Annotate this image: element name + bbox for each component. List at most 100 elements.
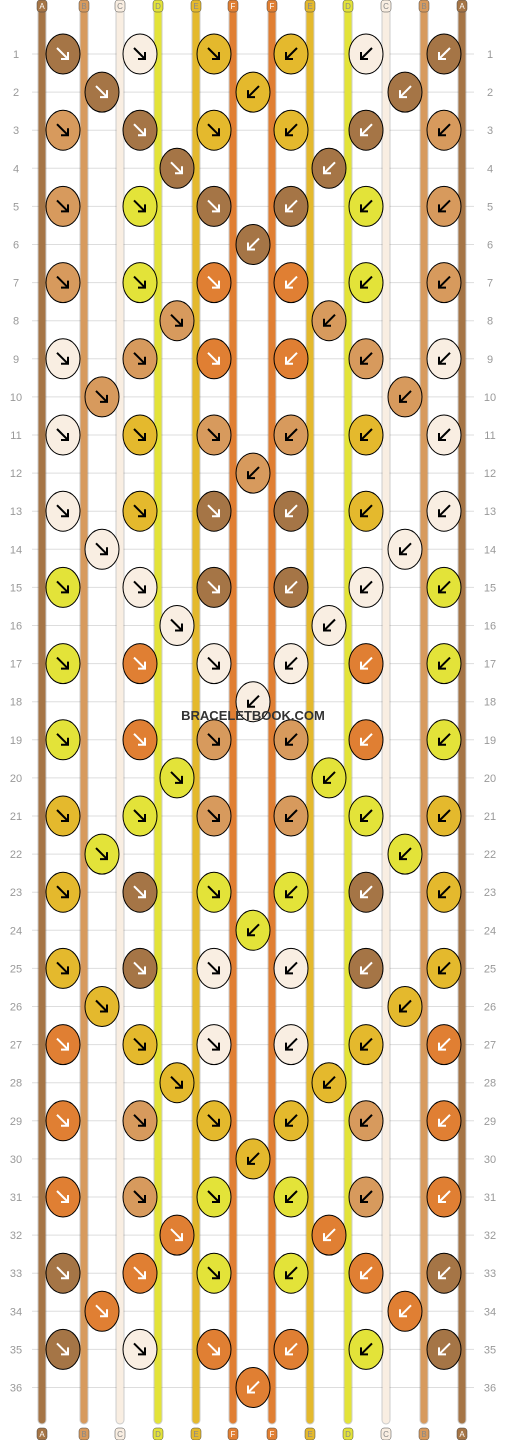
knot-arrow-icon — [360, 275, 373, 289]
knot-arrow-icon — [360, 123, 373, 137]
knot-arrow-icon — [133, 199, 146, 213]
knot-arrow-icon — [170, 313, 183, 327]
knot-arrow-icon — [56, 1190, 69, 1203]
knot-arrow-icon — [56, 580, 69, 594]
row-number-left: 29 — [10, 1116, 22, 1128]
row-number-right: 16 — [484, 621, 496, 633]
knot-arrow-icon — [56, 428, 69, 441]
knot-arrow-icon — [438, 47, 451, 60]
thread-tab-top — [152, 0, 164, 13]
row-number-left: 33 — [10, 1268, 22, 1280]
row-number-left: 7 — [13, 278, 19, 290]
knot-arrow-icon — [56, 733, 69, 746]
row-number-right: 8 — [487, 316, 493, 328]
knot-arrow-icon — [207, 809, 220, 822]
knot-arrow-icon — [207, 1037, 220, 1051]
knot-arrow-icon — [95, 1304, 108, 1318]
row-number-left: 14 — [10, 544, 22, 556]
knot-arrow-icon — [360, 733, 373, 746]
row-number-left: 32 — [10, 1230, 22, 1242]
knot-arrow-icon — [170, 1228, 183, 1242]
knot-arrow-icon — [133, 580, 146, 594]
knot-arrow-icon — [360, 961, 373, 975]
row-number-right: 17 — [484, 659, 496, 671]
knot-arrow-icon — [207, 961, 220, 975]
thread-letter-bottom: E — [193, 1430, 198, 1439]
thread-letter-bottom: C — [383, 1430, 389, 1439]
knot-arrow-icon — [56, 1114, 69, 1127]
thread-letter-top: B — [81, 2, 86, 11]
knot-arrow-icon — [170, 618, 183, 632]
thread-letter-bottom: A — [39, 1430, 45, 1439]
knot-arrow-icon — [399, 542, 412, 556]
knot-arrow-icon — [133, 1266, 146, 1280]
knot-arrow-icon — [207, 504, 220, 518]
row-number-left: 16 — [10, 621, 22, 633]
knot-arrow-icon — [133, 1114, 146, 1127]
row-number-left: 9 — [13, 354, 19, 366]
thread-tab-top — [190, 0, 202, 13]
row-number-right: 33 — [484, 1268, 496, 1280]
thread-letter-top: C — [383, 2, 389, 11]
knot-arrow-icon — [399, 85, 412, 99]
knot-arrow-icon — [438, 733, 451, 746]
knot-arrow-icon — [207, 47, 220, 60]
knot-arrow-icon — [399, 999, 412, 1013]
knot-arrow-icon — [56, 885, 69, 899]
knot-arrow-icon — [360, 809, 373, 822]
knot-arrow-icon — [285, 504, 298, 518]
row-number-left: 15 — [10, 582, 22, 594]
knot-arrow-icon — [285, 352, 298, 365]
knot-arrow-icon — [95, 999, 108, 1013]
knot-arrow-icon — [207, 733, 220, 746]
row-number-right: 14 — [484, 544, 496, 556]
knot-arrow-icon — [170, 771, 183, 784]
knot-arrow-icon — [285, 1190, 298, 1203]
row-number-left: 36 — [10, 1383, 22, 1395]
thread-letter-top: F — [231, 2, 236, 11]
knot-arrow-icon — [133, 961, 146, 975]
knot-arrow-icon — [438, 275, 451, 289]
row-number-right: 26 — [484, 1002, 496, 1014]
knot-arrow-icon — [133, 352, 146, 365]
row-number-left: 27 — [10, 1040, 22, 1052]
knot-arrow-icon — [438, 123, 451, 137]
row-number-right: 7 — [487, 278, 493, 290]
knot-arrow-icon — [438, 428, 451, 441]
thread-tab-top — [418, 0, 430, 13]
row-number-left: 6 — [13, 240, 19, 252]
row-number-left: 25 — [10, 963, 22, 975]
thread-letter-top: A — [459, 2, 465, 11]
knot-arrow-icon — [399, 847, 412, 861]
thread-letter-bottom: B — [421, 1430, 426, 1439]
knot-arrow-icon — [95, 542, 108, 556]
knot-arrow-icon — [207, 1342, 220, 1356]
row-number-right: 15 — [484, 582, 496, 594]
row-number-left: 20 — [10, 773, 22, 785]
knot-arrow-icon — [360, 656, 373, 670]
knot-arrow-icon — [360, 580, 373, 594]
row-number-left: 17 — [10, 659, 22, 671]
knot-arrow-icon — [56, 275, 69, 289]
row-number-left: 13 — [10, 506, 22, 518]
thread-tab-top — [36, 0, 48, 13]
thread-letter-top: D — [155, 2, 161, 11]
thread-letter-top: A — [39, 2, 45, 11]
knot-arrow-icon — [207, 1114, 220, 1127]
row-number-right: 1 — [487, 49, 493, 61]
row-number-right: 6 — [487, 240, 493, 252]
knot-arrow-icon — [438, 1114, 451, 1127]
knot-arrow-icon — [399, 1304, 412, 1318]
knot-arrow-icon — [133, 47, 146, 60]
thread-tab-bottom — [152, 1427, 164, 1440]
knot-arrow-icon — [438, 352, 451, 365]
knot-arrow-icon — [438, 580, 451, 594]
knot-arrow-icon — [323, 1228, 336, 1242]
knot-arrow-icon — [360, 199, 373, 213]
thread-tab-bottom — [304, 1427, 316, 1440]
knot-arrow-icon — [438, 809, 451, 822]
knot-arrow-icon — [360, 504, 373, 518]
knot-arrow-icon — [56, 1037, 69, 1051]
row-number-left: 22 — [10, 849, 22, 861]
